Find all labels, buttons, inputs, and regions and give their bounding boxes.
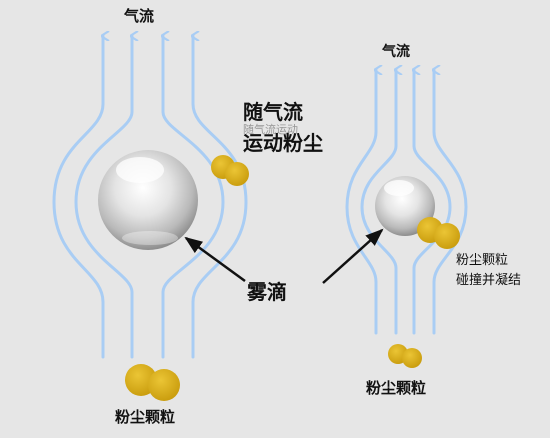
dust-particle-following: [211, 155, 249, 186]
follow-label-line1: 随气流: [243, 100, 303, 124]
fog-droplet-small: [375, 176, 435, 236]
airflow-streamlines-left: [52, 36, 248, 359]
airflow-line: [74, 36, 132, 359]
airflow-label-left: 气流: [124, 7, 155, 25]
follow-label-line2: 运动粉尘: [243, 131, 323, 155]
dust-label-left: 粉尘颗粒: [115, 408, 176, 426]
airflow-streamlines-right: [345, 70, 468, 335]
dust-particle-left-bottom: [125, 364, 180, 401]
airflow-line: [52, 36, 103, 359]
collide-label-line2: 碰撞并凝结: [456, 273, 522, 288]
airflow-line: [345, 70, 376, 335]
fog-droplet-label: 雾滴: [247, 280, 287, 304]
airflow-line: [434, 70, 468, 335]
pointer-arrow-to-large-droplet: [184, 236, 246, 283]
airflow-line: [360, 70, 396, 335]
airflow-line: [193, 36, 248, 359]
dust-particle-colliding: [417, 217, 460, 249]
pointer-arrow-to-small-droplet: [322, 228, 384, 284]
airflow-label-right: 气流: [382, 44, 410, 60]
airflow-line: [163, 36, 225, 359]
faint-label-behind: 随气流运动: [243, 123, 298, 136]
dust-particle-right-bottom: [388, 344, 422, 368]
dust-label-right: 粉尘颗粒: [366, 379, 427, 397]
collide-label-line1: 粉尘颗粒: [456, 253, 509, 268]
fog-droplet-large: [98, 150, 198, 250]
airflow-line: [414, 70, 452, 335]
